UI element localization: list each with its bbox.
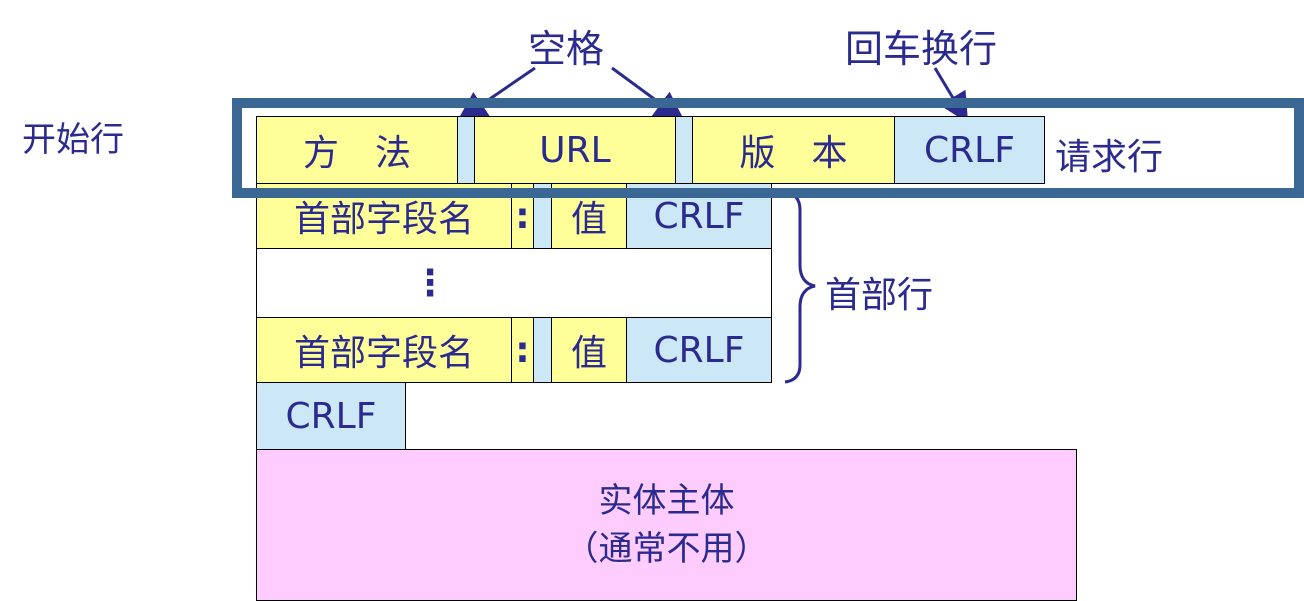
header-colon-cell: : [511,317,534,383]
space-arrow-right [611,66,685,122]
header-brace [784,190,816,384]
request-crlf-cell: CRLF [894,116,1045,184]
header-field-name-cell: 首部字段名 [256,317,512,383]
entity-body-title: 实体主体 [598,481,735,521]
header-value-cell: 值 [551,317,627,383]
ellipsis-row: ⋮ [256,248,772,318]
entity-body: 实体主体 （通常不用） [256,449,1077,601]
space-label: 空格 [528,27,605,71]
version-cell: 版 本 [692,116,895,184]
method-cell: 方 法 [256,116,458,184]
blank-line-crlf-cell: CRLF [256,382,406,450]
request-line-frame [232,98,1304,198]
header-lines-label: 首部行 [825,275,934,316]
space-arrow-left [457,66,536,122]
request-line-label: 请求行 [1055,137,1164,178]
ellipsis-mark: ⋮ [412,262,448,304]
crlf-arrow [933,67,969,124]
header-colon-cell: : [511,183,534,249]
start-line-label: 开始行 [22,120,124,160]
header-space-cell [533,317,552,383]
url-cell: URL [474,116,676,184]
header-crlf-cell: CRLF [626,317,772,383]
crlf-desc-label: 回车换行 [845,27,998,71]
entity-body-note: （通常不用） [564,529,769,569]
